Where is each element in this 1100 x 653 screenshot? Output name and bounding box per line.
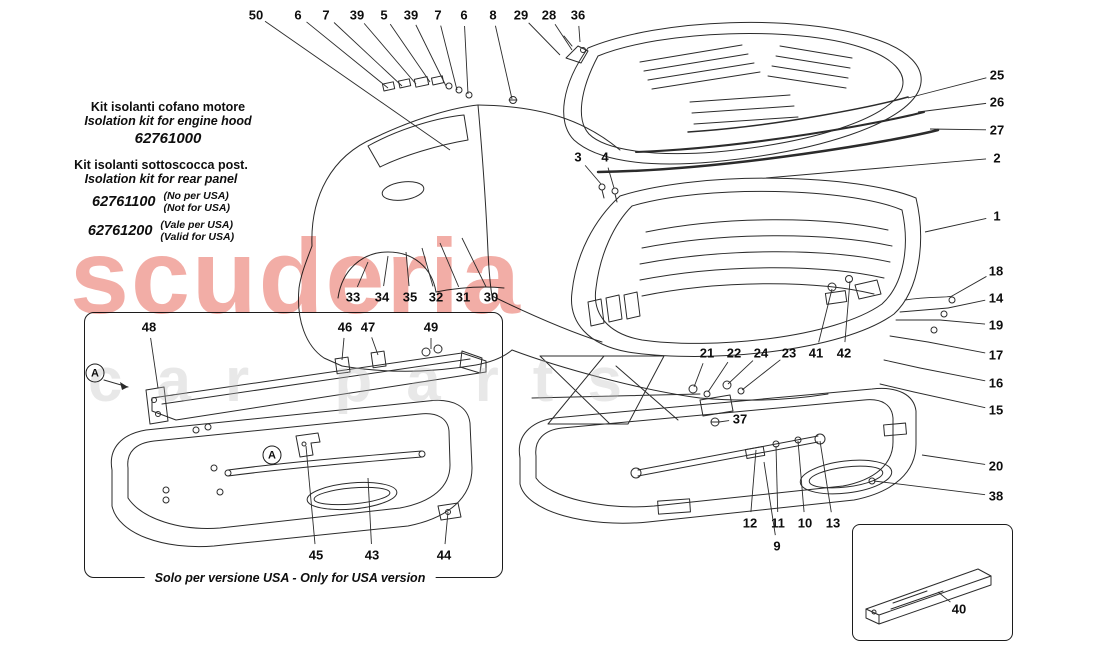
- usa-bumper-drawing: [103, 344, 487, 548]
- hood-clips-drawing: [381, 75, 619, 203]
- callout-2: 2: [993, 150, 1001, 166]
- callout-29: 29: [513, 7, 529, 23]
- note-title-italian: Kit isolanti sottoscocca post.: [74, 158, 248, 172]
- view-arrow: [120, 382, 128, 390]
- callout-17: 17: [988, 347, 1004, 363]
- callout-47: 47: [360, 319, 376, 335]
- callout-40: 40: [951, 601, 967, 617]
- sealant-strip-box: [852, 524, 1013, 641]
- callout-41: 41: [808, 345, 824, 361]
- variant-row: 62761100 (No per USA) (Not for USA): [34, 190, 288, 215]
- usa-version-caption: Solo per versione USA - Only for USA ver…: [144, 571, 436, 585]
- callout-34: 34: [374, 289, 390, 305]
- callout-6: 6: [460, 7, 468, 23]
- callout-30: 30: [483, 289, 499, 305]
- callout-11: 11: [771, 515, 785, 531]
- engine-hood-drawing: [563, 21, 940, 174]
- callout-48: 48: [141, 319, 157, 335]
- callout-12: 12: [742, 515, 758, 531]
- rear-panel-kit-note: Kit isolanti sottoscocca post. Isolation…: [34, 158, 288, 244]
- callout-32: 32: [428, 289, 444, 305]
- callout-5: 5: [380, 7, 388, 23]
- callout-9: 9: [773, 538, 781, 554]
- variant-notes: (No per USA) (Not for USA): [163, 190, 230, 215]
- callout-39: 39: [403, 7, 419, 23]
- callout-36: 36: [570, 7, 586, 23]
- callout-24: 24: [753, 345, 769, 361]
- callout-38: 38: [988, 488, 1004, 504]
- callout-49: 49: [423, 319, 439, 335]
- variant-row: 62761200 (Vale per USA) (Valid for USA): [34, 219, 288, 244]
- callout-13: 13: [825, 515, 841, 531]
- part-number: 62761200: [87, 223, 153, 240]
- sealant-strip-drawing: [865, 568, 992, 625]
- callout-39: 39: [349, 7, 365, 23]
- callout-4: 4: [601, 149, 609, 165]
- variant-note-italian: (No per USA): [163, 190, 229, 202]
- callout-31: 31: [455, 289, 471, 305]
- view-marker-A: A: [262, 445, 282, 465]
- callout-43: 43: [364, 547, 380, 563]
- callout-10: 10: [797, 515, 813, 531]
- callout-46: 46: [337, 319, 353, 335]
- callout-44: 44: [436, 547, 452, 563]
- car-body-drawing: [297, 104, 956, 427]
- callout-21: 21: [699, 345, 715, 361]
- callout-37: 37: [732, 411, 748, 427]
- variant-note-english: (Valid for USA): [160, 231, 235, 244]
- part-number: 62761000: [134, 130, 202, 147]
- note-title-english: Isolation kit for engine hood: [84, 114, 252, 128]
- part-number: 62761100: [92, 194, 156, 211]
- note-title-italian: Kit isolanti cofano motore: [90, 100, 246, 114]
- callout-7: 7: [434, 7, 442, 23]
- callout-16: 16: [988, 375, 1004, 391]
- callout-22: 22: [726, 345, 742, 361]
- callout-23: 23: [781, 345, 797, 361]
- callout-27: 27: [989, 122, 1005, 138]
- callout-6: 6: [294, 7, 302, 23]
- callout-3: 3: [574, 149, 582, 165]
- variant-note-italian: (Vale per USA): [160, 218, 233, 231]
- callout-19: 19: [988, 317, 1004, 333]
- engine-hood-kit-note: Kit isolanti cofano motore Isolation kit…: [48, 100, 288, 147]
- callout-1: 1: [993, 208, 1001, 224]
- callout-8: 8: [489, 7, 497, 23]
- note-title-english: Isolation kit for rear panel: [84, 172, 238, 186]
- callout-50: 50: [248, 7, 264, 23]
- callout-7: 7: [322, 7, 330, 23]
- callout-33: 33: [345, 289, 361, 305]
- callout-35: 35: [402, 289, 418, 305]
- callout-42: 42: [836, 345, 852, 361]
- view-marker-A: A: [85, 363, 105, 383]
- callout-20: 20: [988, 458, 1004, 474]
- callout-14: 14: [988, 290, 1004, 306]
- callout-25: 25: [989, 67, 1005, 83]
- callout-18: 18: [988, 263, 1004, 279]
- callout-45: 45: [308, 547, 324, 563]
- callout-15: 15: [988, 402, 1004, 418]
- callout-26: 26: [989, 94, 1005, 110]
- callout-28: 28: [541, 7, 557, 23]
- variant-notes: (Vale per USA) (Valid for USA): [160, 219, 234, 244]
- variant-note-english: (Not for USA): [163, 202, 230, 215]
